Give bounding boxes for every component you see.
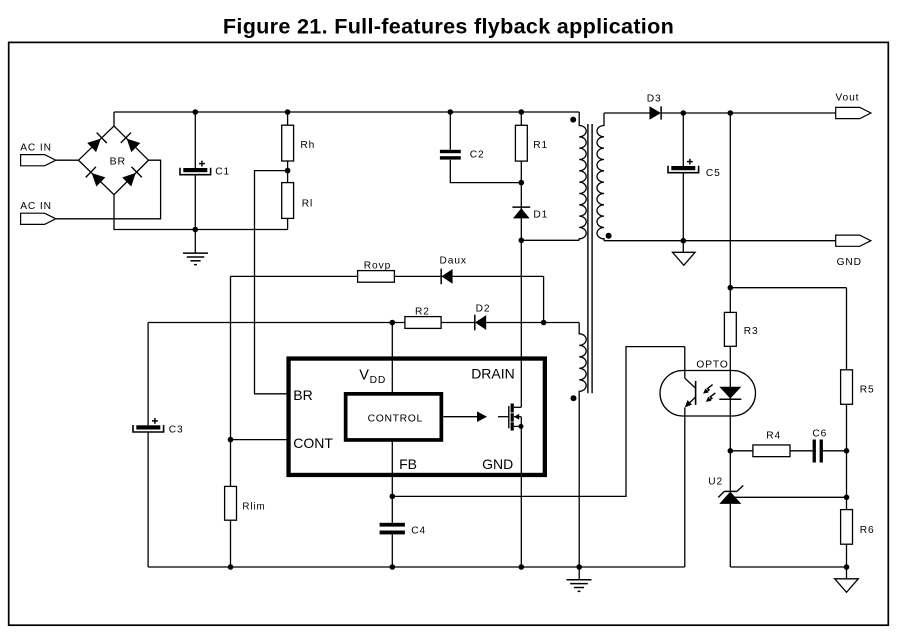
svg-text:Daux: Daux [440, 255, 467, 266]
svg-text:R1: R1 [533, 140, 548, 151]
svg-text:Rh: Rh [300, 140, 315, 151]
svg-text:V: V [359, 368, 369, 384]
svg-text:DD: DD [370, 375, 387, 386]
svg-text:OPTO: OPTO [696, 359, 728, 370]
svg-text:C5: C5 [706, 168, 721, 179]
svg-text:CONTROL: CONTROL [368, 414, 423, 425]
svg-text:D1: D1 [533, 210, 548, 221]
svg-text:R5: R5 [860, 384, 875, 395]
svg-text:C3: C3 [169, 425, 184, 436]
svg-text:DRAIN: DRAIN [471, 366, 515, 382]
svg-text:C1: C1 [215, 167, 230, 178]
svg-text:AC IN: AC IN [20, 201, 52, 212]
svg-text:C6: C6 [812, 428, 827, 439]
svg-text:FB: FB [399, 456, 417, 472]
svg-text:GND: GND [482, 456, 513, 472]
svg-text:BR: BR [110, 156, 126, 168]
svg-text:C2: C2 [470, 149, 485, 160]
svg-text:AC IN: AC IN [20, 143, 52, 154]
svg-text:Rlim: Rlim [242, 502, 265, 513]
svg-text:R6: R6 [860, 525, 875, 536]
svg-text:Figure 21. Full-features flyba: Figure 21. Full-features flyback applica… [223, 14, 674, 39]
svg-text:GND: GND [837, 257, 862, 268]
svg-text:Vout: Vout [835, 93, 859, 104]
svg-text:BR: BR [293, 387, 312, 403]
svg-text:R2: R2 [415, 307, 430, 318]
svg-text:D2: D2 [476, 303, 491, 314]
svg-text:R3: R3 [744, 326, 759, 337]
svg-text:R4: R4 [766, 430, 781, 441]
svg-text:Rl: Rl [302, 198, 313, 209]
svg-text:D3: D3 [647, 93, 662, 104]
svg-text:U2: U2 [708, 477, 723, 488]
svg-text:Rovp: Rovp [364, 261, 391, 272]
svg-text:C4: C4 [411, 526, 426, 537]
svg-text:CONT: CONT [293, 435, 333, 451]
